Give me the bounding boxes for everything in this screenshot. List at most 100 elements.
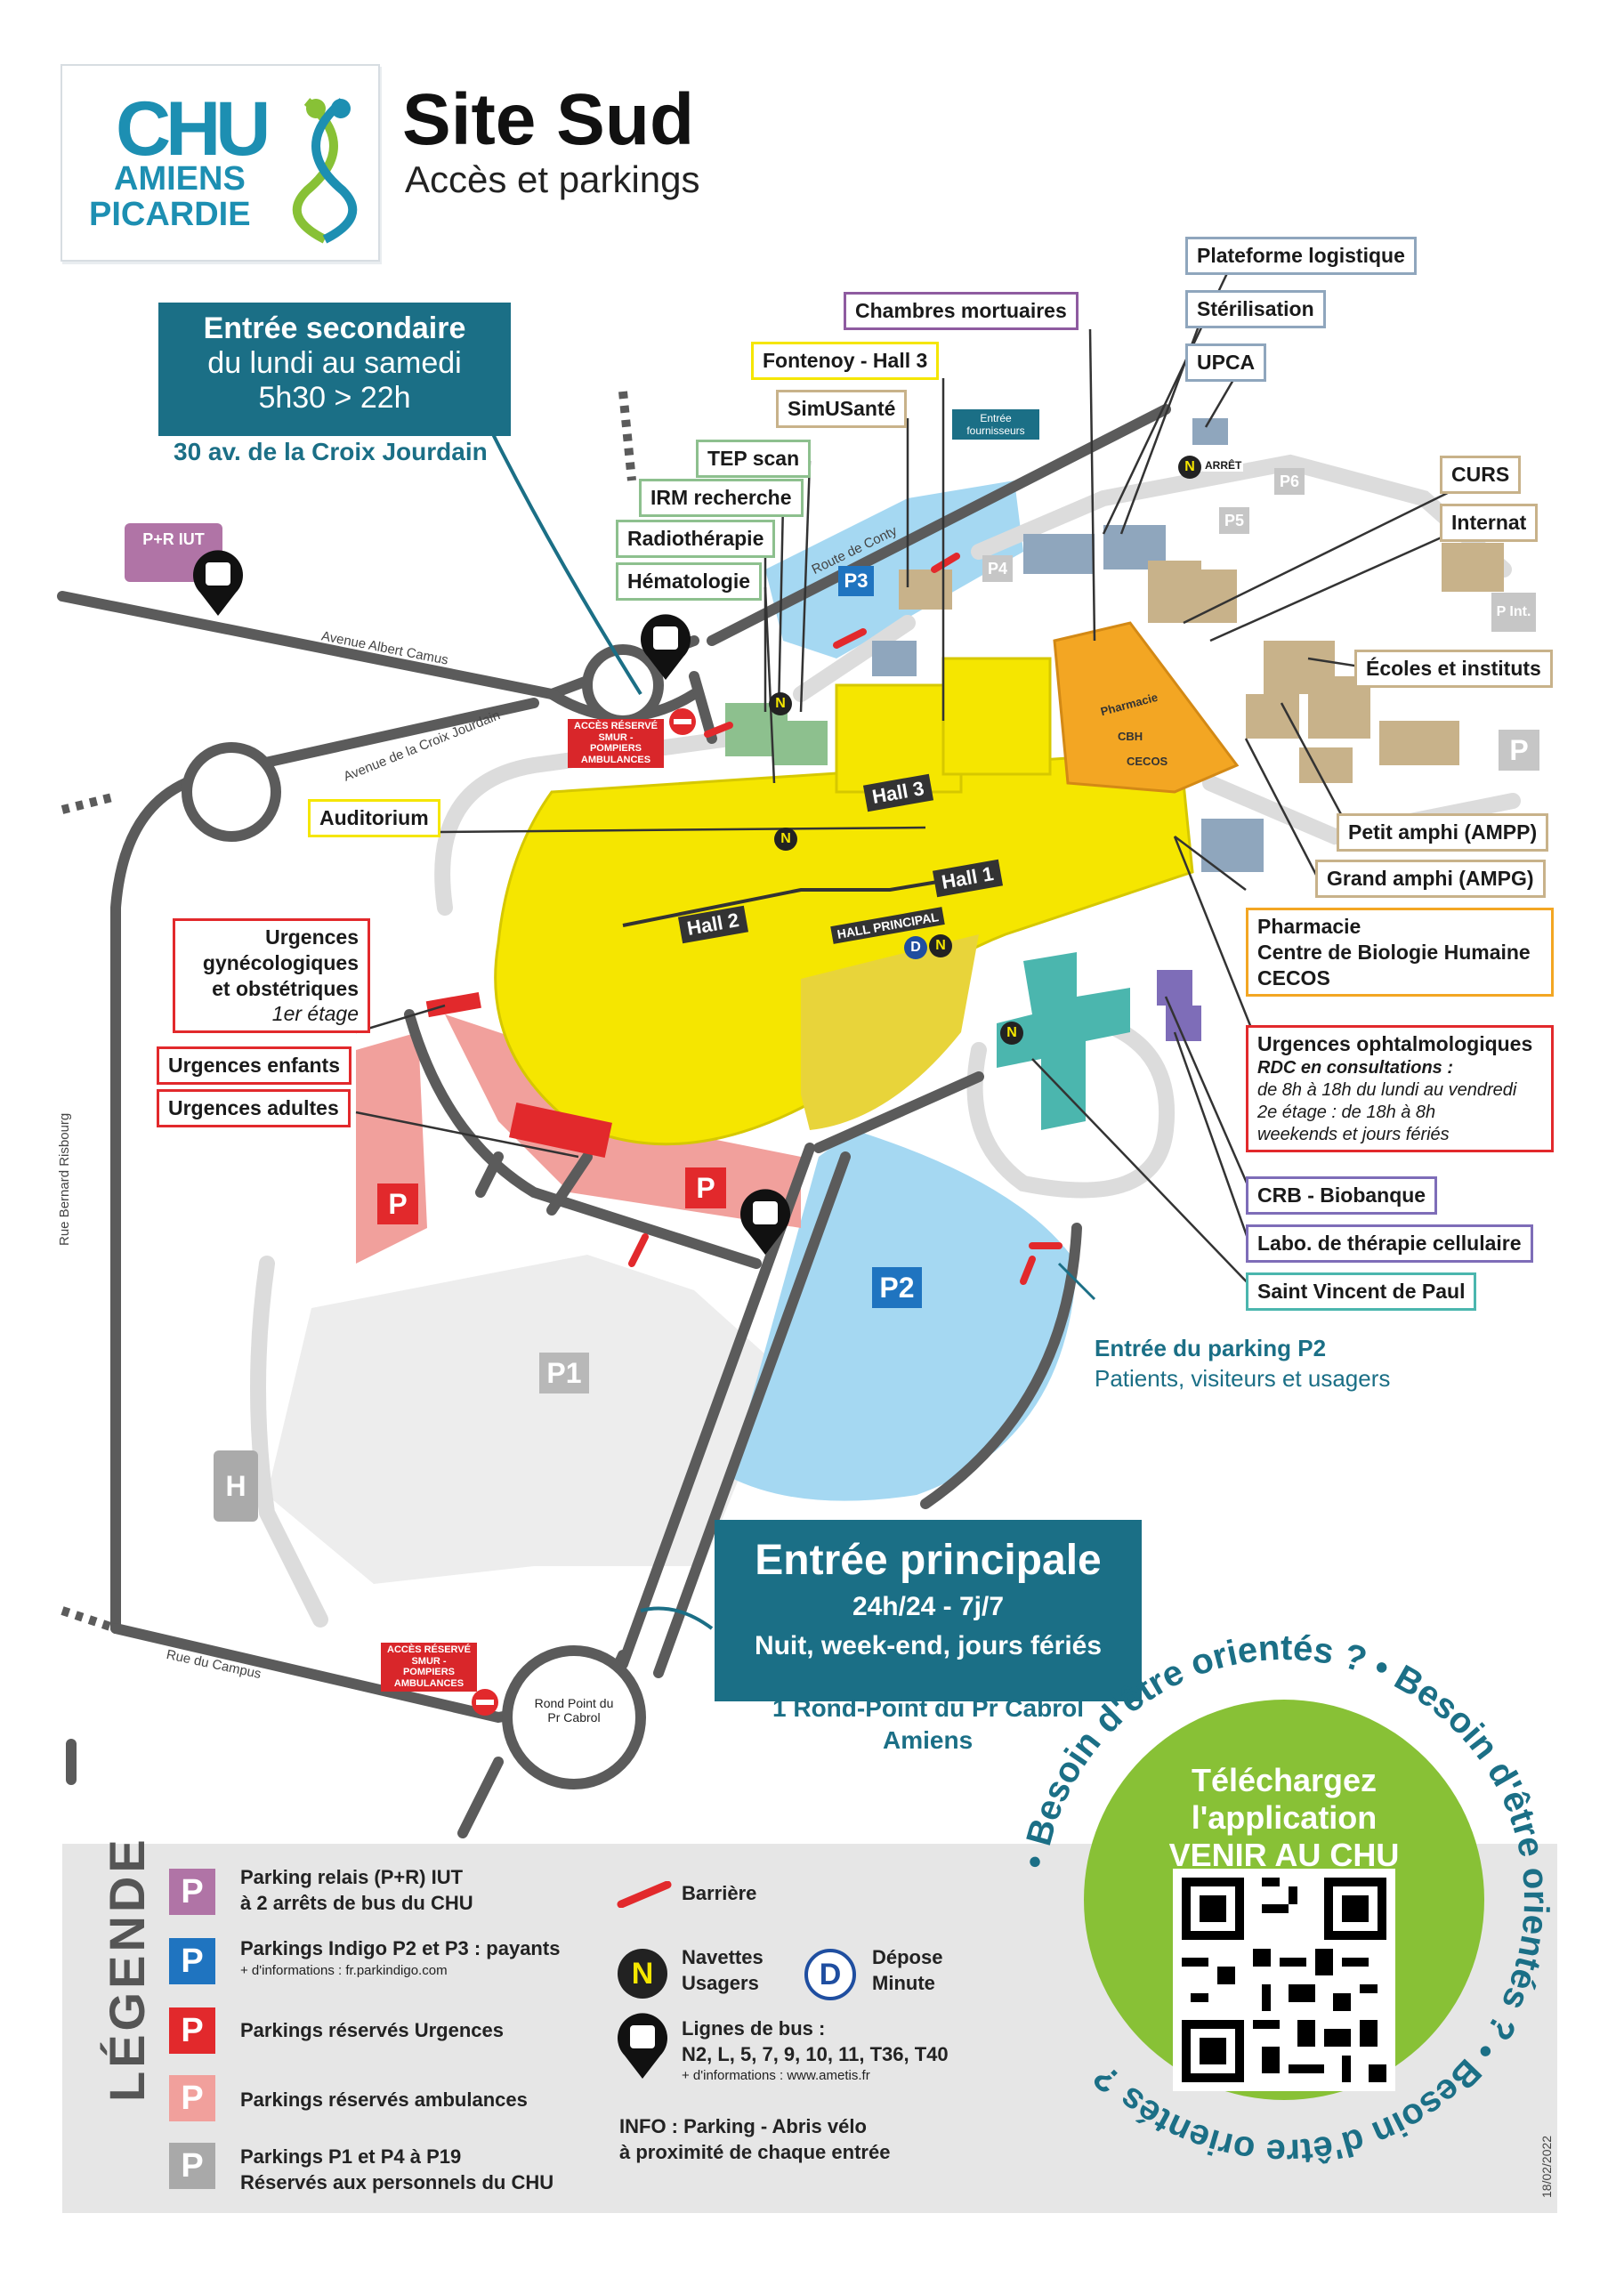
legend-bus-info: + d'informations : www.ametis.fr (682, 2068, 870, 2084)
map-cbh-text: CBH (1118, 730, 1143, 743)
green-building-2 (774, 721, 828, 765)
qr-code-icon (1182, 1878, 1386, 2082)
label-urgences-gynecologiques: Urgences gynécologiques et obstétriques … (173, 918, 370, 1033)
chu-logo: CHU AMIENS PICARDIE (61, 64, 380, 262)
urgences-gyn-entrance (425, 991, 481, 1018)
label-urgences-adultes: Urgences adultes (157, 1089, 351, 1127)
parking-p4-sign: P4 (982, 555, 1013, 582)
parking-p5-sign: P5 (1219, 507, 1249, 534)
entree-secondaire-title: Entrée secondaire (203, 311, 466, 345)
legend-item5-line2: Réservés aux personnels du CHU (240, 2170, 554, 2193)
entree-secondaire-hours: 5h30 > 22h (258, 381, 411, 415)
hatched-annex (801, 934, 979, 1130)
label-auditorium: Auditorium (308, 799, 440, 837)
legend-item1-line2: à 2 arrêts de bus du CHU (240, 1891, 473, 1914)
legend-p-personnel-text: Parkings P1 et P4 à P19 Réservés aux per… (240, 2145, 553, 2195)
parking-grey-east: P (1499, 730, 1539, 771)
upca-building (1192, 418, 1228, 445)
acces-reserve-north: ACCÈS RÉSERVÉ SMUR - POMPIERS AMBULANCES (568, 719, 664, 768)
legend-p-relais-text: Parking relais (P+R) IUT à 2 arrêts de b… (240, 1865, 473, 1916)
urgences-building (509, 1103, 612, 1158)
label-crb-biobanque: CRB - Biobanque (1246, 1176, 1438, 1215)
pharmacie-line1: Pharmacie (1257, 915, 1361, 938)
entree-principale-title: Entrée principale (755, 1537, 1102, 1584)
legend-barriere-icon (617, 1881, 672, 1908)
legend-bus-icon (618, 2013, 667, 2079)
navette-icon-2: N (774, 828, 797, 851)
app-download-circle[interactable]: Téléchargez l'application VENIR AU CHU (1084, 1700, 1484, 2100)
app-line1: Téléchargez (1191, 1762, 1378, 1798)
label-ecoles-instituts: Écoles et instituts (1354, 650, 1553, 688)
legend-depose-line2: Minute (872, 1971, 935, 1994)
document-date: 18/02/2022 (1539, 2135, 1554, 2198)
legend-bus-title: Lignes de bus : (682, 2017, 826, 2040)
parking-urgences-left: P (377, 1183, 418, 1224)
acces-reserve-south: ACCÈS RÉSERVÉ SMUR - POMPIERS AMBULANCES (381, 1643, 477, 1692)
logistic-building-1 (1023, 534, 1095, 574)
navette-icon-3: N (929, 934, 952, 957)
navette-icon-1: N (769, 692, 792, 715)
roundabout-cabrol (502, 1645, 646, 1789)
entree-secondaire-address: 30 av. de la Croix Jourdain (174, 438, 488, 465)
legend-p-ambulances-icon: P (169, 2075, 215, 2121)
legend-item2-line2: + d'informations : fr.parkindigo.com (240, 1962, 448, 1978)
roundabout-west (182, 742, 281, 842)
legend-item4-text: Parkings réservés ambulances (240, 2088, 528, 2111)
legend-navettes-line2: Usagers (682, 1971, 759, 1994)
legend-title: LÉGENDE (99, 1836, 155, 2102)
entree-secondaire-days: du lundi au samedi (207, 346, 462, 380)
legend-item2-line1: Parkings Indigo P2 et P3 : payants (240, 1937, 561, 1959)
barriers (628, 553, 1062, 1285)
ophtalmo-line3: de 8h à 18h du lundi au vendredi (1257, 1079, 1517, 1100)
entree-principale-city: Amiens (883, 1726, 974, 1754)
urg-gyn-line3: et obstétriques (212, 976, 359, 1000)
logo-picardie-text: PICARDIE (89, 196, 251, 233)
road-bernard-risbourg: Rue Bernard Risbourg (57, 1112, 72, 1246)
parking-p1-sign: P1 (539, 1353, 589, 1393)
bus-stop-icon-iut (193, 550, 243, 616)
pharmacie-line3: CECOS (1257, 965, 1330, 990)
parking-pint-sign: P Int. (1491, 593, 1536, 632)
legend-p-indigo-icon: P (169, 1938, 215, 1984)
page-subtitle: Accès et parkings (405, 158, 700, 200)
legend-bus-text: Lignes de bus : N2, L, 5, 7, 9, 10, 11, … (682, 2016, 949, 2085)
ophtalmo-line4: 2e étage : de 18h à 8h (1257, 1102, 1436, 1122)
parking-p3-sign: P3 (838, 566, 874, 596)
parking-p6-sign: P6 (1274, 468, 1305, 495)
ecoles-buildings (899, 543, 1504, 783)
bus-stop-icon-north (641, 614, 691, 680)
legend-p-urgences-icon: P (169, 2007, 215, 2054)
ophtalmo-line5: weekends et jours fériés (1257, 1124, 1450, 1144)
ophtalmo-line1: Urgences ophtalmologiques (1257, 1032, 1533, 1055)
legend-item3-text: Parkings réservés Urgences (240, 2019, 504, 2041)
legend-barriere-text: Barrière (682, 1882, 757, 1904)
app-qr-code[interactable] (1173, 1869, 1395, 2091)
pharmacie-building (1053, 621, 1240, 794)
label-saint-vincent: Saint Vincent de Paul (1246, 1272, 1477, 1311)
depose-minute-icon: D (904, 936, 927, 959)
legend-depose-line1: Dépose (872, 1946, 943, 1968)
pharmacie-line2: Centre de Biologie Humaine (1257, 940, 1531, 964)
rond-point-label: Rond Point du Pr Cabrol (534, 1696, 614, 1725)
label-tep-scan: TEP scan (696, 440, 812, 478)
label-plateforme-logistique: Plateforme logistique (1185, 237, 1417, 275)
navette-icon-4: N (1000, 1022, 1023, 1045)
label-fontenoy-hall3: Fontenoy - Hall 3 (751, 342, 940, 380)
label-upca: UPCA (1185, 343, 1267, 382)
entree-principale-days: Nuit, week-end, jours fériés (754, 1631, 1103, 1660)
bus-stop-icon-south (740, 1189, 790, 1255)
parking-p1-area (267, 1255, 783, 1584)
legend-navettes-line1: Navettes (682, 1946, 764, 1968)
label-curs: CURS (1440, 456, 1522, 494)
urg-gyn-line2: gynécologiques (202, 950, 359, 974)
legend-info-text: INFO : Parking - Abris vélo à proximité … (619, 2114, 890, 2165)
parking-ambulances-left (356, 1032, 427, 1264)
urg-gyn-line4: 1er étage (271, 1002, 359, 1026)
legend-depose-text: Dépose Minute (872, 1945, 942, 1996)
arret-label: ARRÊT (1203, 459, 1244, 472)
label-chambres-mortuaires: Chambres mortuaires (844, 292, 1079, 330)
label-urgences-ophtalmo: Urgences ophtalmologiques RDC en consult… (1246, 1025, 1554, 1152)
app-line3: VENIR AU CHU (1168, 1837, 1400, 1873)
legend-item1-line1: Parking relais (P+R) IUT (240, 1866, 464, 1888)
dna-icon (292, 98, 358, 244)
